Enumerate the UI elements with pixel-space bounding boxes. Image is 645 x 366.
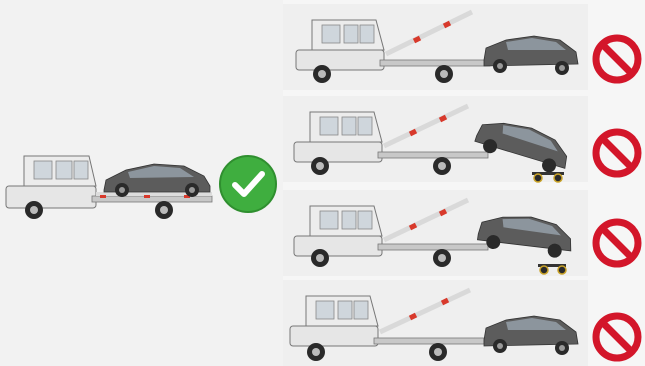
car bbox=[473, 113, 574, 177]
no-entry-icon bbox=[592, 128, 642, 178]
no-entry-icon bbox=[592, 34, 642, 84]
car bbox=[484, 36, 578, 75]
incorrect-example-3-illustration bbox=[292, 194, 582, 278]
no-entry-icon bbox=[592, 312, 642, 362]
tow-truck bbox=[290, 290, 484, 361]
tow-truck bbox=[294, 200, 488, 267]
wheel-dollies bbox=[532, 172, 564, 182]
car bbox=[476, 210, 574, 260]
tow-truck bbox=[294, 106, 488, 175]
no-entry-icon bbox=[592, 218, 642, 268]
wheel-dollies bbox=[538, 264, 566, 274]
correct-loading-illustration bbox=[4, 150, 216, 225]
car bbox=[104, 164, 210, 197]
tow-truck bbox=[296, 12, 490, 83]
check-circle-icon bbox=[218, 154, 278, 214]
incorrect-example-2-illustration bbox=[292, 100, 582, 184]
incorrect-example-4-illustration bbox=[288, 284, 588, 364]
incorrect-example-1-illustration bbox=[294, 8, 584, 86]
car bbox=[484, 316, 578, 355]
